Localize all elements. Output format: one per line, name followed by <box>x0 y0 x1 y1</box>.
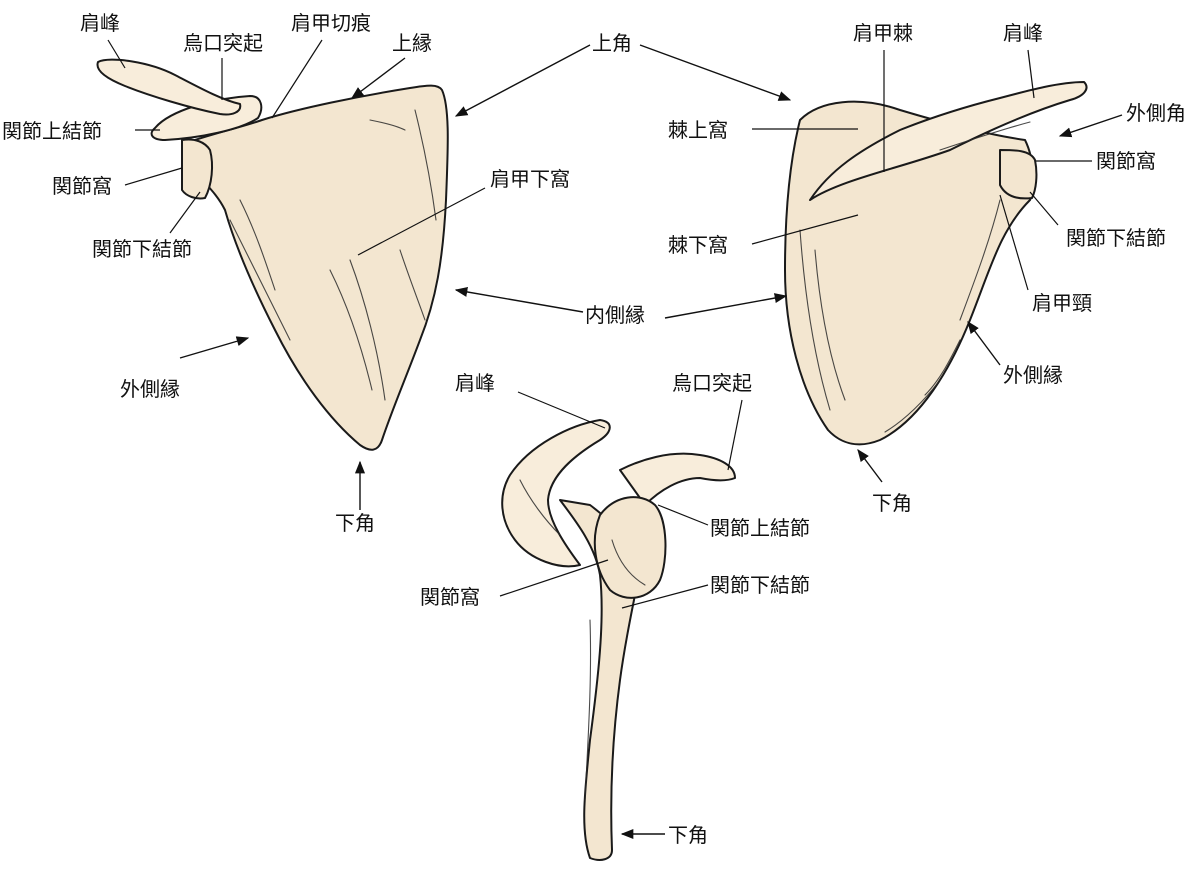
label-anterior-scapular-notch: 肩甲切痕 <box>291 11 371 35</box>
label-lateral-infraglenoid: 関節下結節 <box>710 573 810 597</box>
label-superior-angle: 上角 <box>592 31 632 55</box>
label-lateral-inferior-angle: 下角 <box>668 823 708 847</box>
label-posterior-infraglenoid: 関節下結節 <box>1066 226 1166 250</box>
label-anterior-glenoid: 関節窩 <box>52 174 112 198</box>
label-posterior-inferior-angle: 下角 <box>872 491 912 515</box>
label-lateral-acromion: 肩峰 <box>455 371 495 395</box>
label-posterior-acromion: 肩峰 <box>1003 21 1043 45</box>
anterior-glenoid-neck <box>182 139 212 198</box>
label-anterior-acromion: 肩峰 <box>80 11 120 35</box>
lateral-view <box>502 420 735 860</box>
label-medial-border: 内側縁 <box>585 303 645 327</box>
label-anterior-superior-border: 上縁 <box>392 31 432 55</box>
posterior-view <box>785 82 1086 444</box>
label-anterior-subscapular-fossa: 肩甲下窩 <box>490 167 570 191</box>
label-lateral-supraglenoid: 関節上結節 <box>710 516 810 540</box>
label-lateral-glenoid: 関節窩 <box>420 585 480 609</box>
anterior-acromion <box>97 60 240 115</box>
label-anterior-coracoid: 烏口突起 <box>183 31 263 55</box>
label-posterior-lateral-angle: 外側角 <box>1126 101 1186 125</box>
lateral-glenoid <box>595 497 666 598</box>
label-anterior-inferior-angle: 下角 <box>335 511 375 535</box>
label-posterior-lateral-border: 外側縁 <box>1003 363 1063 387</box>
label-anterior-lateral-border: 外側縁 <box>120 377 180 401</box>
anterior-scapula-blade <box>195 86 448 450</box>
label-anterior-supraglenoid: 関節上結節 <box>2 119 102 143</box>
label-posterior-spine: 肩甲棘 <box>853 21 913 45</box>
label-anterior-infraglenoid: 関節下結節 <box>92 237 192 261</box>
label-lateral-coracoid: 烏口突起 <box>672 371 752 395</box>
label-posterior-infraspinous: 棘下窩 <box>668 233 728 257</box>
label-posterior-supraspinous: 棘上窩 <box>668 118 728 142</box>
label-posterior-glenoid: 関節窩 <box>1096 149 1156 173</box>
label-posterior-neck: 肩甲頸 <box>1032 291 1092 315</box>
posterior-glenoid <box>1000 150 1036 198</box>
